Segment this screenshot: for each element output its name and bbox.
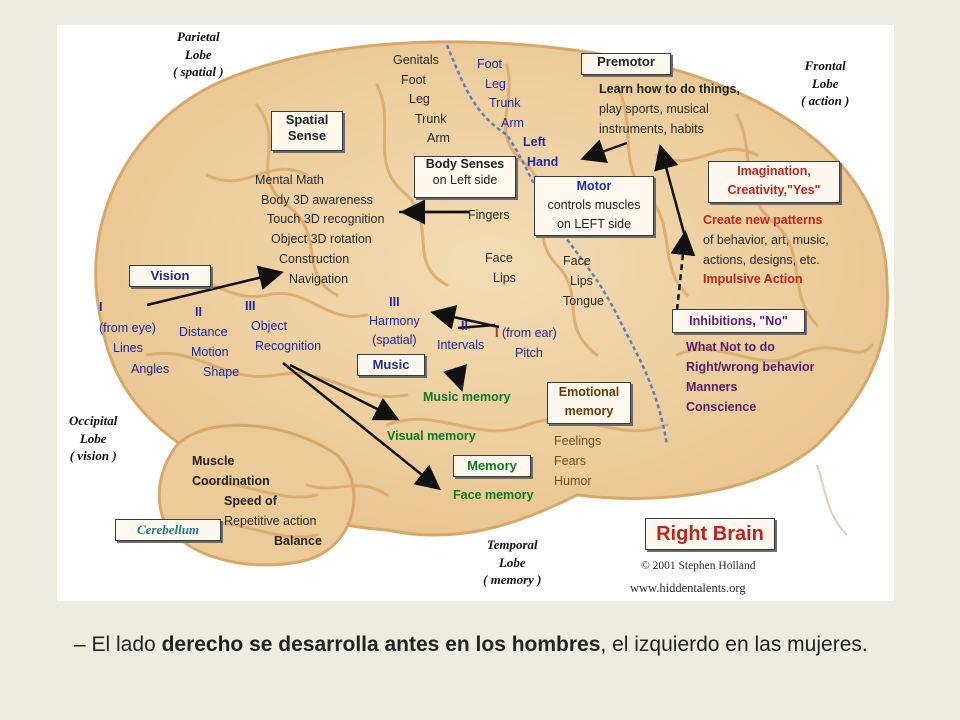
premotor-description: Learn how to do things, play sports, mus… bbox=[599, 82, 740, 136]
caption-suffix: , el izquierdo en las mujeres. bbox=[600, 633, 868, 656]
motor-box: Motor controls muscles on LEFT side bbox=[534, 176, 654, 236]
body-senses-box: Body Senses on Left side bbox=[414, 156, 516, 198]
premotor-box: Premotor bbox=[581, 53, 671, 75]
face-lips-tongue-motor: Face Lips Tongue bbox=[563, 254, 605, 308]
vision-stage-1: I (from eye) Lines Angles bbox=[99, 300, 170, 376]
emotional-items: Feelings Fears Humor bbox=[554, 434, 602, 488]
vision-stage-3: III Object Recognition bbox=[245, 299, 322, 353]
face-memory-label: Face memory bbox=[453, 488, 534, 502]
right-brain-title: Right Brain bbox=[645, 518, 775, 550]
caption-prefix: – El lado bbox=[74, 633, 162, 656]
vision-stage-2: II Distance Motion Shape bbox=[179, 305, 240, 379]
slide-caption: – El lado derecho se desarrolla antes en… bbox=[74, 630, 914, 660]
motor-body-parts: Foot Leg Trunk Arm Left Hand bbox=[477, 57, 559, 169]
memory-box: Memory bbox=[453, 455, 531, 477]
cerebellum-box: Cerebellum bbox=[115, 519, 221, 541]
copyright-label: © 2001 Stephen Holland bbox=[641, 560, 756, 572]
music-box: Music bbox=[357, 354, 425, 376]
imagination-box: Imagination,Creativity,"Yes" bbox=[708, 161, 840, 203]
sensory-body-parts: Genitals Foot Leg Trunk Arm bbox=[393, 53, 450, 145]
website-label: www.hiddentalents.org bbox=[630, 581, 746, 595]
music-memory-label: Music memory bbox=[423, 390, 511, 404]
visual-memory-label: Visual memory bbox=[387, 429, 476, 443]
music-stage-3: III Harmony (spatial) bbox=[369, 295, 420, 347]
inhibitions-description: What Not to do Right/wrong behavior Mann… bbox=[686, 340, 815, 414]
dashed-arrow bbox=[670, 230, 696, 311]
music-stage-1: I (from ear) Pitch bbox=[495, 326, 557, 360]
brain-illustration bbox=[94, 40, 889, 567]
fingers-label: Fingers bbox=[468, 208, 510, 222]
music-stage-2: II Intervals bbox=[437, 319, 485, 352]
imagination-description: Create new patterns of behavior, art, mu… bbox=[703, 213, 829, 287]
spatial-sense-items: Mental Math Body 3D awareness Touch 3D r… bbox=[255, 173, 385, 286]
cerebellum-description: Muscle Coordination Speed of Repetitive … bbox=[192, 454, 322, 548]
gyri-lines bbox=[145, 63, 874, 539]
caption-bold: derecho se desarrolla antes en los hombr… bbox=[161, 633, 601, 656]
inhibitions-box: Inhibitions, "No" bbox=[672, 309, 805, 333]
vision-box: Vision bbox=[129, 265, 211, 287]
face-silhouette bbox=[816, 464, 848, 536]
